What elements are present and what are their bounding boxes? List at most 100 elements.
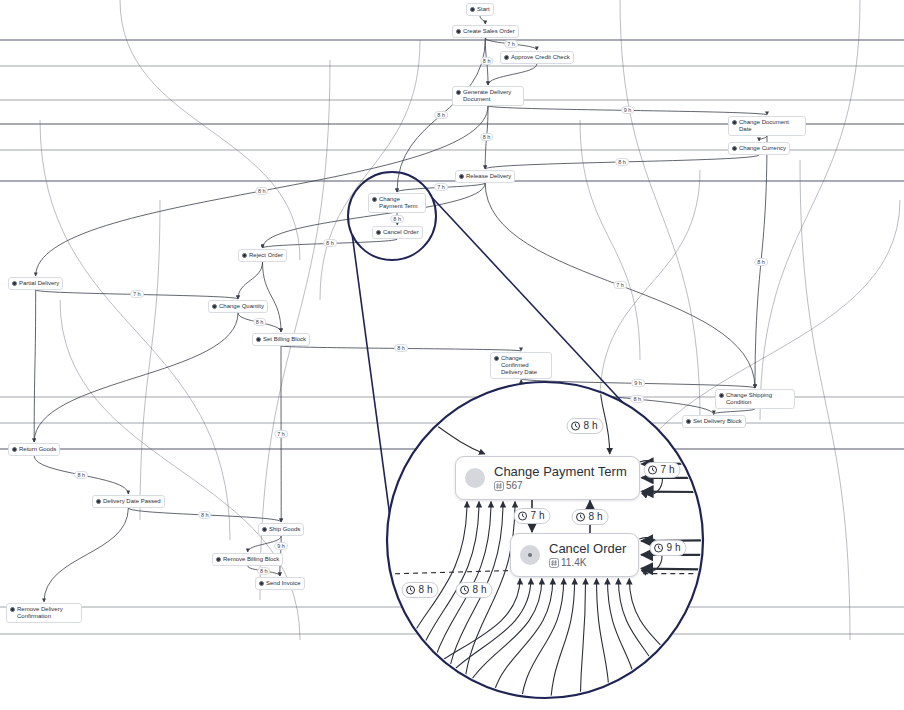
activity-name: Reject Order [249, 252, 283, 259]
flow-line [380, 400, 485, 454]
transition-edge [263, 183, 486, 248]
activity-dot [10, 607, 15, 612]
duration-label: 8 h [257, 567, 271, 575]
activity-dot [259, 581, 264, 586]
duration-label: 8 h [480, 57, 494, 65]
activity-name: Delivery Date Passed [103, 498, 161, 505]
flow-line [430, 579, 531, 710]
clock-icon [518, 511, 528, 521]
text-column: Reject Order [249, 252, 283, 259]
activity-name: Release Delivery [466, 173, 511, 180]
zoom-lens-ring [387, 382, 703, 698]
flow-line [642, 462, 904, 464]
text-column: Change Shipping Condition [726, 392, 791, 406]
activity-name: Partial Delivery [19, 280, 59, 287]
activity-node: Approve Credit Check [500, 51, 574, 64]
flow-line [40, 120, 230, 540]
activity-dot [470, 7, 475, 12]
flow-line [140, 200, 160, 520]
text-column: Generate Delivery Document [463, 89, 520, 103]
flow-line [0, 607, 904, 608]
text-column: Set Delivery Block [693, 418, 742, 425]
duration-label: 9 h [621, 106, 635, 114]
flow-line [0, 39, 904, 41]
activity-dot [719, 393, 724, 398]
clock-hand [465, 588, 467, 592]
text-column: Send Invoice [266, 580, 301, 587]
activity-name: Remove Delivery Confirmation [17, 606, 78, 620]
zoom-leader [352, 235, 402, 608]
clock-icon [648, 465, 658, 475]
flow-line [600, 380, 610, 454]
activity-name: Change Payment Term [379, 196, 422, 210]
activity-name: Create Sales Order [463, 28, 515, 35]
icon-frame [550, 558, 559, 567]
text-column: Change Confirmed Delivery Date [501, 355, 548, 376]
transition-edge [485, 38, 537, 50]
flow-line [350, 571, 508, 575]
flow-line [520, 579, 564, 710]
activity-name: Start [477, 6, 490, 13]
clock-icon [576, 512, 586, 522]
clock-face [577, 513, 585, 521]
transition-edge [248, 566, 280, 576]
activity-dot [465, 468, 485, 488]
duration-text: 8 h [589, 511, 603, 523]
activity-dot [96, 499, 101, 504]
activity-dot [212, 304, 217, 309]
activity-name: Change Document Date [739, 119, 802, 133]
flow-line [620, 0, 700, 420]
duration-text: 8 h [584, 420, 598, 432]
clock-icon [571, 421, 581, 431]
activity-name: Set Billing Block [263, 336, 306, 343]
clock-hand [653, 468, 655, 472]
flow-line [643, 573, 720, 574]
flow-line [597, 579, 610, 710]
transition-edge [521, 379, 755, 388]
flow-line [642, 477, 904, 479]
transition-edge [36, 106, 488, 276]
transition-edge [485, 183, 755, 388]
duration-text: 7 h [531, 510, 545, 522]
activity-dot [520, 545, 540, 565]
duration-label: 8 h [394, 344, 408, 352]
duration-label: 8 h [198, 511, 212, 519]
flow-line [490, 579, 553, 710]
activity-node: Set Delivery Block [682, 415, 746, 428]
case-count: 11.4K [561, 557, 586, 569]
activity-node: Remove Billing Block [212, 553, 283, 566]
duration-label: 7 h [644, 462, 681, 478]
flow-line [550, 579, 575, 710]
transition-edge [238, 262, 262, 299]
duration-label: 9 h [274, 542, 288, 550]
flow-line [629, 579, 700, 710]
case-count-row: 567 [494, 480, 627, 492]
activity-node: Return Goods [8, 443, 60, 456]
duration-label: 7 h [514, 508, 551, 524]
activity-dot [494, 356, 499, 361]
flow-line [120, 0, 300, 260]
duration-label: 7 h [613, 281, 627, 289]
activity-dot [732, 120, 737, 125]
activity-name: Change Quantity [219, 303, 264, 310]
clock-hand [523, 513, 525, 517]
flow-line [641, 569, 904, 572]
flow-line [0, 423, 904, 424]
text-column: Partial Delivery [19, 280, 59, 287]
text-column: Cancel Order11.4K [549, 541, 626, 569]
activity-node: Change Shipping Condition [715, 389, 795, 409]
duration-label: 8 h [567, 418, 604, 434]
flow-line [400, 579, 520, 710]
clock-face [655, 544, 663, 552]
activity-card: Cancel Order11.4K [510, 533, 639, 577]
text-column: Delivery Date Passed [103, 498, 161, 505]
transition-edge [44, 508, 128, 602]
text-column: Ship Goods [269, 526, 300, 533]
transition-edge [128, 508, 281, 522]
duration-label: 8 h [615, 158, 629, 166]
activity-node: Generate Delivery Document [452, 86, 524, 106]
text-column: Start [477, 6, 490, 13]
flow-line [462, 502, 515, 710]
